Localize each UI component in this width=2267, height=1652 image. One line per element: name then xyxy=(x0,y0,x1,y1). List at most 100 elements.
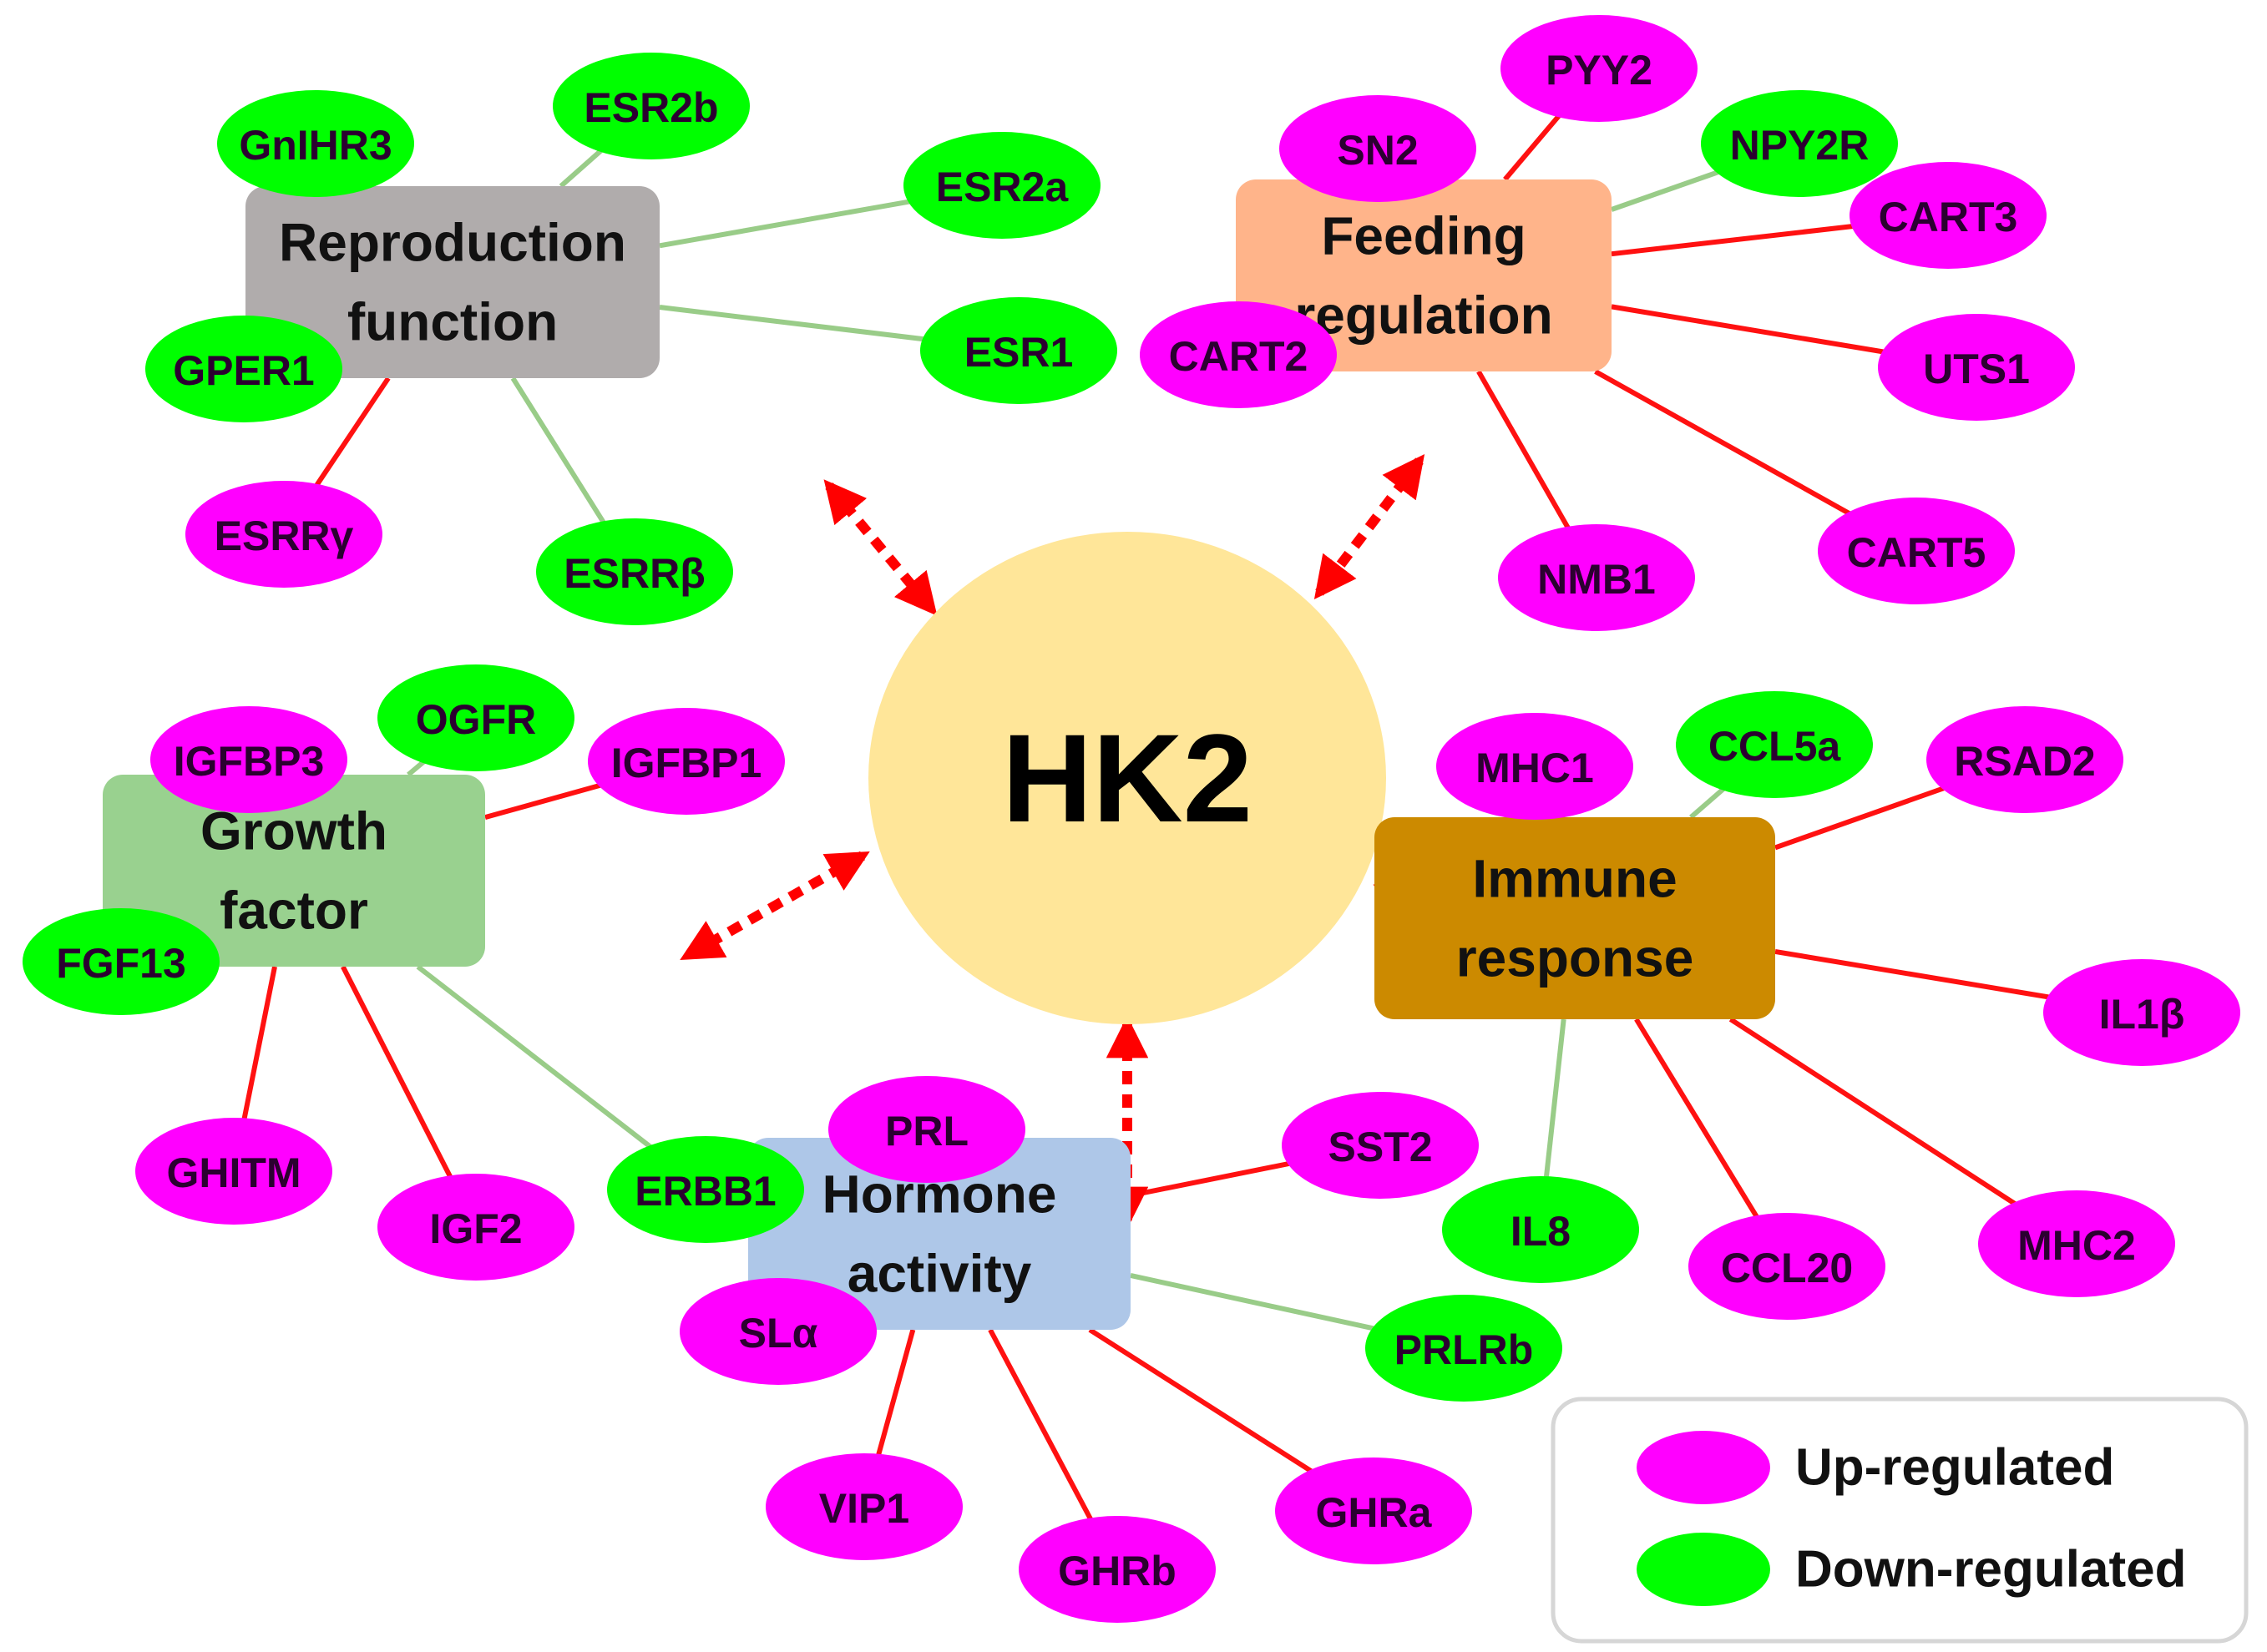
gene-ellipse-gper1 xyxy=(145,316,342,422)
module-box-immune xyxy=(1374,817,1775,1019)
gene-label-esrr: ESRRβ xyxy=(564,550,705,597)
module-label-reproduction-0: Reproduction xyxy=(279,213,626,273)
gene-label-vip1: VIP1 xyxy=(819,1485,909,1532)
gene-node-esr2a: ESR2a xyxy=(903,132,1101,239)
gene-ellipse-igf2 xyxy=(377,1174,574,1281)
gene-node-esr1: ESR1 xyxy=(920,297,1117,404)
gene-ellipse-sn2 xyxy=(1279,95,1476,202)
gene-label-fgf13: FGF13 xyxy=(56,940,186,987)
gene-label-esr1: ESR1 xyxy=(964,329,1074,376)
module-label-immune-0: Immune xyxy=(1472,849,1677,909)
gene-node-esrr: ESRRβ xyxy=(536,518,733,625)
gene-label-sn2: SN2 xyxy=(1337,127,1418,174)
gene-node-sn2: SN2 xyxy=(1279,95,1476,202)
arrow-hub-growth xyxy=(680,851,870,961)
module-box-reproduction xyxy=(245,186,660,378)
gene-ellipse-prl xyxy=(828,1076,1025,1183)
gene-ellipse-igfbp1 xyxy=(588,708,785,815)
legend-swatch-up xyxy=(1637,1431,1770,1504)
gene-label-uts1: UTS1 xyxy=(1923,346,2030,392)
gene-label-ccl20: CCL20 xyxy=(1721,1245,1853,1291)
gene-ellipse-erbb1 xyxy=(607,1136,804,1243)
gene-label-il8: IL8 xyxy=(1510,1208,1571,1255)
gene-node-erbb1: ERBB1 xyxy=(607,1136,804,1243)
gene-label-sl: SLα xyxy=(739,1310,818,1356)
gene-node-pyy2: PYY2 xyxy=(1500,15,1698,122)
gene-label-ghrb: GHRb xyxy=(1058,1548,1177,1594)
module-label-growth-1: factor xyxy=(220,881,368,941)
gene-node-igfbp1: IGFBP1 xyxy=(588,708,785,815)
gene-node-cart5: CART5 xyxy=(1818,498,2015,604)
module-label-hormone-1: activity xyxy=(848,1244,1032,1304)
gene-ellipse-ccl20 xyxy=(1688,1213,1885,1320)
gene-ellipse-sst2 xyxy=(1282,1092,1479,1199)
gene-node-ogfr: OGFR xyxy=(377,664,574,771)
gene-label-igf2: IGF2 xyxy=(429,1205,522,1252)
gene-node-igfbp3: IGFBP3 xyxy=(150,706,347,813)
gene-node-mhc2: MHC2 xyxy=(1978,1190,2175,1297)
gene-node-mhc1: MHC1 xyxy=(1436,713,1633,820)
gene-ellipse-cart2 xyxy=(1140,301,1337,408)
gene-ellipse-ghra xyxy=(1275,1457,1472,1564)
gene-label-esr2a: ESR2a xyxy=(936,164,1070,210)
gene-node-esrr: ESRRγ xyxy=(185,481,382,588)
gene-ellipse-gnihr3 xyxy=(217,90,414,197)
hub-node xyxy=(868,532,1386,1024)
gene-node-ghra: GHRa xyxy=(1275,1457,1472,1564)
gene-ellipse-mhc2 xyxy=(1978,1190,2175,1297)
gene-label-il1: IL1β xyxy=(2099,991,2185,1038)
gene-node-ghrb: GHRb xyxy=(1019,1516,1216,1623)
gene-node-cart2: CART2 xyxy=(1140,301,1337,408)
gene-label-ccl5a: CCL5a xyxy=(1708,723,1842,770)
gene-label-ogfr: OGFR xyxy=(416,696,536,743)
gene-node-nmb1: NMB1 xyxy=(1498,524,1695,631)
gene-label-erbb1: ERBB1 xyxy=(635,1168,776,1215)
gene-ellipse-prlrb xyxy=(1365,1295,1562,1402)
gene-label-nmb1: NMB1 xyxy=(1537,556,1656,603)
gene-ellipse-pyy2 xyxy=(1500,15,1698,122)
gene-ellipse-rsad2 xyxy=(1926,706,2123,813)
gene-ellipse-mhc1 xyxy=(1436,713,1633,820)
arrow-hub-reproduction xyxy=(823,479,938,616)
gene-label-rsad2: RSAD2 xyxy=(1954,738,2095,785)
module-label-immune-1: response xyxy=(1456,928,1694,988)
legend-frame xyxy=(1551,1397,2249,1644)
module-box-hormone xyxy=(748,1138,1131,1330)
legend-label-down: Down-regulated xyxy=(1795,1541,2186,1599)
gene-node-sl: SLα xyxy=(680,1278,877,1385)
gene-label-igfbp1: IGFBP1 xyxy=(611,740,762,786)
gene-label-sst2: SST2 xyxy=(1328,1124,1432,1170)
gene-node-sst2: SST2 xyxy=(1282,1092,1479,1199)
gene-ellipse-cart3 xyxy=(1850,162,2047,269)
module-reproduction: Reproduction function xyxy=(245,186,660,378)
module-box-growth xyxy=(103,775,485,967)
gene-ellipse-esr1 xyxy=(920,297,1117,404)
gene-ellipse-esr2a xyxy=(903,132,1101,239)
gene-label-gnihr3: GnIHR3 xyxy=(239,122,392,169)
gene-node-uts1: UTS1 xyxy=(1878,314,2075,421)
gene-ellipse-esrr xyxy=(185,481,382,588)
gene-label-cart2: CART2 xyxy=(1169,333,1308,380)
legend-swatch-down xyxy=(1637,1533,1770,1606)
legend-label-up: Up-regulated xyxy=(1795,1439,2114,1497)
gene-ellipse-ccl5a xyxy=(1676,691,1873,798)
gene-label-prlrb: PRLRb xyxy=(1394,1326,1534,1373)
gene-node-ccl5a: CCL5a xyxy=(1676,691,1873,798)
gene-label-cart3: CART3 xyxy=(1879,194,2018,240)
gene-node-gnihr3: GnIHR3 xyxy=(217,90,414,197)
gene-label-cart5: CART5 xyxy=(1847,529,1986,576)
gene-label-pyy2: PYY2 xyxy=(1546,47,1652,93)
module-label-reproduction-1: function xyxy=(347,292,558,352)
gene-node-esr2b: ESR2b xyxy=(553,53,750,159)
hub-layer: HK2 xyxy=(868,532,1386,1024)
gene-ellipse-ghitm xyxy=(135,1118,332,1225)
gene-label-npy2r: NPY2R xyxy=(1730,122,1870,169)
gene-label-gper1: GPER1 xyxy=(173,347,315,394)
gene-node-prl: PRL xyxy=(828,1076,1025,1183)
gene-ellipse-vip1 xyxy=(766,1453,963,1560)
